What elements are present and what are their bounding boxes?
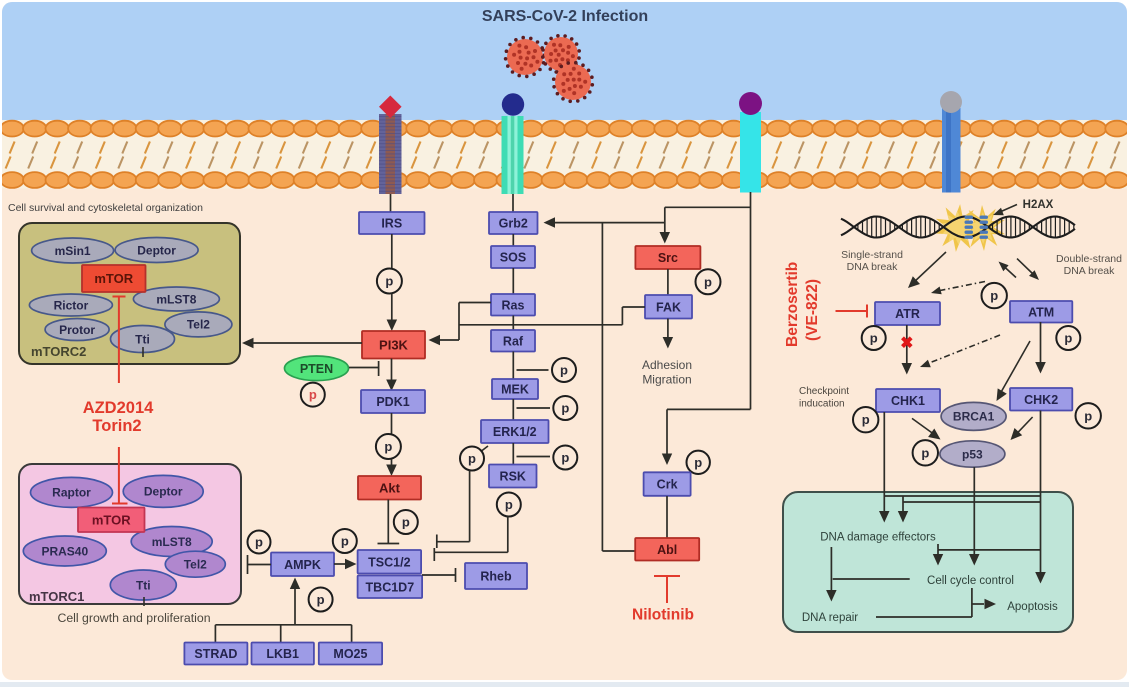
svg-text:ATR: ATR (895, 307, 920, 321)
svg-text:AMPK: AMPK (284, 558, 321, 572)
svg-text:Nilotinib: Nilotinib (632, 607, 694, 624)
svg-text:p: p (317, 592, 325, 607)
svg-text:CHK1: CHK1 (891, 394, 925, 408)
svg-text:Single-strand: Single-strand (841, 249, 903, 261)
svg-text:STRAD: STRAD (194, 647, 237, 661)
svg-text:H2AX: H2AX (1023, 199, 1054, 211)
svg-text:DNA break: DNA break (847, 261, 899, 273)
svg-text:Raf: Raf (503, 334, 524, 348)
svg-text:p: p (560, 363, 568, 378)
svg-text:Deptor: Deptor (144, 485, 183, 499)
svg-text:inducation: inducation (799, 399, 845, 410)
svg-text:CHK2: CHK2 (1024, 393, 1058, 407)
svg-text:Grb2: Grb2 (499, 217, 528, 231)
svg-text:Rictor: Rictor (54, 298, 89, 312)
svg-text:FAK: FAK (656, 300, 681, 314)
svg-text:PI3K: PI3K (379, 337, 409, 352)
svg-text:IRS: IRS (381, 217, 402, 231)
svg-text:p: p (862, 412, 870, 427)
svg-text:Double-strand: Double-strand (1056, 253, 1122, 265)
svg-text:p: p (384, 439, 392, 454)
svg-text:mSin1: mSin1 (55, 244, 91, 258)
svg-text:Abl: Abl (657, 543, 677, 557)
svg-text:✖: ✖ (900, 335, 913, 352)
svg-text:Tel2: Tel2 (184, 558, 207, 572)
svg-text:p: p (309, 387, 317, 402)
svg-text:p: p (255, 535, 263, 550)
svg-text:LKB1: LKB1 (266, 647, 299, 661)
svg-text:Src: Src (658, 251, 678, 265)
svg-text:Cell growth and proliferation: Cell growth and proliferation (57, 611, 210, 625)
svg-text:SOS: SOS (500, 251, 526, 265)
svg-text:Deptor: Deptor (137, 243, 176, 257)
svg-text:DNA break: DNA break (1064, 265, 1116, 277)
svg-text:p: p (1084, 408, 1092, 423)
svg-text:p: p (561, 450, 569, 465)
svg-text:p: p (990, 288, 998, 303)
svg-text:Berzosertib: Berzosertib (784, 262, 801, 347)
svg-text:DNA damage effectors: DNA damage effectors (820, 532, 936, 544)
svg-text:mLST8: mLST8 (152, 535, 192, 549)
svg-text:Raptor: Raptor (52, 486, 91, 500)
svg-text:DNA repair: DNA repair (802, 612, 858, 624)
svg-text:p: p (870, 331, 878, 346)
svg-text:Adhesion: Adhesion (642, 358, 692, 372)
svg-text:p: p (505, 497, 513, 512)
svg-text:AZD2014: AZD2014 (83, 399, 154, 417)
svg-text:Migration: Migration (642, 373, 691, 387)
svg-text:p: p (402, 515, 410, 530)
svg-text:p: p (341, 534, 349, 549)
svg-text:Protor: Protor (59, 323, 95, 337)
svg-text:p: p (1064, 331, 1072, 346)
svg-text:p: p (921, 445, 929, 460)
svg-text:ERK1/2: ERK1/2 (493, 425, 537, 439)
svg-text:mTORC2: mTORC2 (31, 344, 86, 359)
svg-text:p53: p53 (962, 447, 983, 461)
svg-text:Cell survival and cytoskeletal: Cell survival and cytoskeletal organizat… (8, 202, 203, 214)
svg-text:mTORC1: mTORC1 (29, 589, 84, 604)
svg-text:Apoptosis: Apoptosis (1007, 601, 1058, 613)
svg-text:mTOR: mTOR (94, 271, 133, 286)
svg-text:Ras: Ras (502, 298, 525, 312)
svg-text:Torin2: Torin2 (92, 417, 141, 435)
svg-text:RSK: RSK (500, 470, 526, 484)
svg-text:MO25: MO25 (333, 647, 367, 661)
svg-text:Checkpoint: Checkpoint (799, 386, 849, 397)
svg-text:BRCA1: BRCA1 (953, 410, 995, 424)
svg-text:p: p (704, 274, 712, 289)
svg-text:mTOR: mTOR (92, 512, 131, 527)
svg-text:TBC1D7: TBC1D7 (366, 580, 415, 594)
svg-text:MEK: MEK (501, 383, 529, 397)
svg-text:p: p (694, 455, 702, 470)
svg-text:mLST8: mLST8 (156, 292, 196, 306)
svg-text:Akt: Akt (379, 480, 401, 495)
svg-text:PTEN: PTEN (300, 362, 333, 376)
svg-text:ATM: ATM (1028, 305, 1054, 319)
svg-text:p: p (468, 451, 476, 466)
svg-text:p: p (385, 274, 393, 289)
svg-text:Tti: Tti (135, 332, 150, 346)
svg-text:TSC1/2: TSC1/2 (368, 555, 410, 569)
svg-text:Tti: Tti (136, 578, 151, 592)
svg-text:Tel2: Tel2 (187, 318, 210, 332)
svg-text:PDK1: PDK1 (376, 395, 409, 409)
svg-text:p: p (561, 401, 569, 416)
svg-text:Rheb: Rheb (480, 570, 512, 584)
svg-text:SARS-CoV-2 Infection: SARS-CoV-2 Infection (482, 8, 648, 25)
svg-text:Crk: Crk (657, 478, 678, 492)
svg-text:PRAS40: PRAS40 (41, 544, 88, 558)
svg-text:(VE-822): (VE-822) (804, 279, 821, 341)
svg-text:Cell cycle control: Cell cycle control (927, 575, 1014, 587)
